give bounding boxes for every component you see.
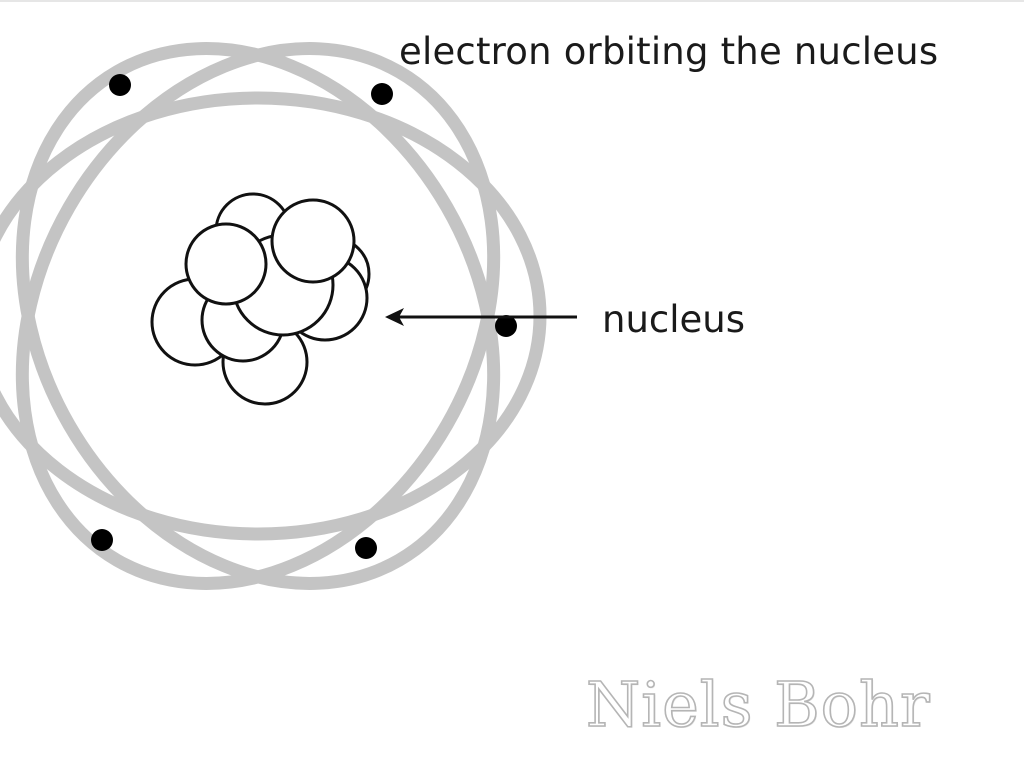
electrons: [91, 74, 517, 559]
arrow-head: [385, 308, 404, 326]
electron-label: electron orbiting the nucleus: [399, 30, 939, 73]
orbit-rotated-60: [15, 42, 501, 590]
electron-dot: [495, 315, 517, 337]
top-border: [0, 0, 1024, 2]
signature-watermark: Niels Bohr: [585, 667, 931, 742]
nucleon: [270, 198, 356, 284]
nucleus-cluster: [150, 192, 371, 406]
nucleus-label: nucleus: [602, 298, 746, 341]
electron-dot: [109, 74, 131, 96]
nucleus-arrow: [385, 308, 577, 326]
nucleon: [184, 222, 268, 306]
electron-dot: [91, 529, 113, 551]
orbit-rotated-minus-60: [15, 42, 501, 590]
electron-dot: [355, 537, 377, 559]
electron-dot: [371, 83, 393, 105]
